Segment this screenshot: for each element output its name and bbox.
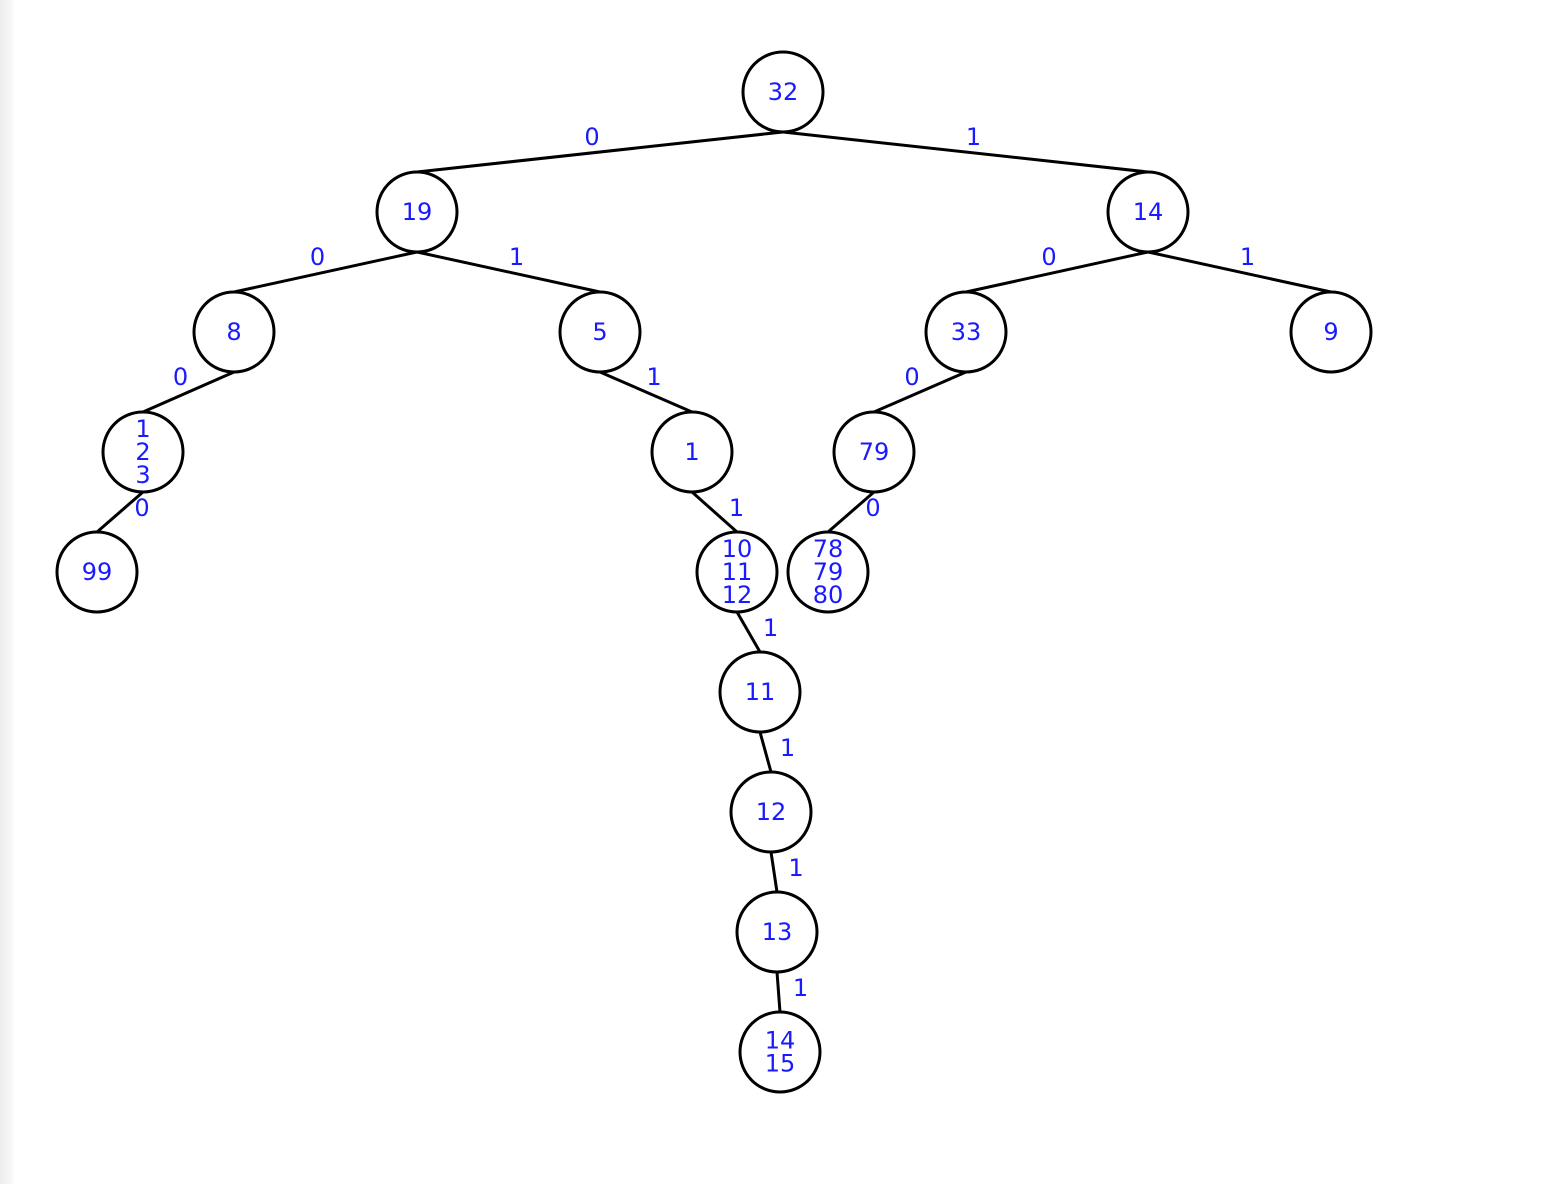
node-circle [1289,290,1373,374]
tree-node: 11 [718,650,802,734]
tree-node: 8 [192,290,276,374]
tree-node: 19 [375,170,459,254]
edge-n11-n12 [758,731,773,773]
edge-label: 0 [904,363,919,391]
edge-label: 0 [310,243,325,271]
node-label: 1 [135,415,150,443]
edge-label: 1 [729,494,744,522]
edge-n101112-n11 [735,611,762,653]
left-edge-shade [0,0,14,1184]
node-label: 10 [722,535,753,563]
node-label: 11 [745,678,776,706]
node-circle [192,290,276,374]
node-circle [832,410,916,494]
edge-n1-n101112 [691,490,738,534]
edge-label: 0 [134,494,149,522]
edge-n5-n1 [599,370,693,414]
node-circle [1106,170,1190,254]
edge-n19-n8 [233,250,418,294]
tree-node: 5 [558,290,642,374]
tree-node: 14 [1106,170,1190,254]
edge-label: 1 [793,974,808,1002]
node-circle [375,170,459,254]
node-circle [101,410,185,494]
edge-label: 1 [646,363,661,391]
node-label: 12 [722,581,753,609]
node-label: 13 [762,918,793,946]
edge-n14-n9 [1147,250,1332,294]
node-label: 2 [135,438,150,466]
edge-n12-n13 [769,851,779,893]
node-label: 79 [813,558,844,586]
edge-n79-n787980 [827,490,875,534]
node-label: 15 [765,1050,796,1078]
node-circle [924,290,1008,374]
tree-node: 79 [832,410,916,494]
node-circle [558,290,642,374]
node-circle [718,650,802,734]
edge-label: 1 [966,123,981,151]
node-label: 19 [402,198,433,226]
node-label: 14 [1133,198,1164,226]
edge-label: 1 [509,243,524,271]
node-label: 11 [722,558,753,586]
node-label: 78 [813,535,844,563]
node-label: 9 [1323,318,1338,346]
edge-n8-n123 [142,370,235,414]
edge-label: 0 [865,494,880,522]
node-circle [786,530,870,614]
edge-n13-n1415 [775,971,782,1013]
tree-node: 33 [924,290,1008,374]
node-label: 79 [859,438,890,466]
node-label: 12 [756,798,787,826]
node-label: 33 [951,318,982,346]
edge-n32-n19 [416,130,784,174]
edge-n33-n79 [873,370,967,414]
node-circle [735,890,819,974]
edge-label: 1 [1240,243,1255,271]
node-label: 5 [592,318,607,346]
node-circle [695,530,779,614]
node-label: 80 [813,581,844,609]
edge-label: 0 [173,363,188,391]
tree-node: 13 [735,890,819,974]
edge-n14-n33 [965,250,1149,294]
node-label: 8 [226,318,241,346]
node-label: 99 [82,558,113,586]
tree-node: 123 [101,410,185,494]
tree-node: 12 [729,770,813,854]
node-circle [729,770,813,854]
tree-node: 32 [741,50,825,134]
node-label: 1 [684,438,699,466]
tree-node: 9 [1289,290,1373,374]
tree-node: 1 [650,410,734,494]
edge-label: 0 [1041,243,1056,271]
node-circle [738,1010,822,1094]
edge-label: 1 [788,854,803,882]
node-circle [55,530,139,614]
node-label: 14 [765,1027,796,1055]
edge-label: 1 [763,614,778,642]
edge-n32-n14 [782,130,1149,174]
edge-n19-n5 [416,250,601,294]
edge-label: 1 [780,734,795,762]
node-label: 32 [768,78,799,106]
edge-label: 0 [584,123,599,151]
node-circle [650,410,734,494]
node-circle [741,50,825,134]
node-label: 3 [135,461,150,489]
edge-n123-n99 [96,490,144,534]
tree-node: 99 [55,530,139,614]
edges-layer [96,130,1332,1013]
